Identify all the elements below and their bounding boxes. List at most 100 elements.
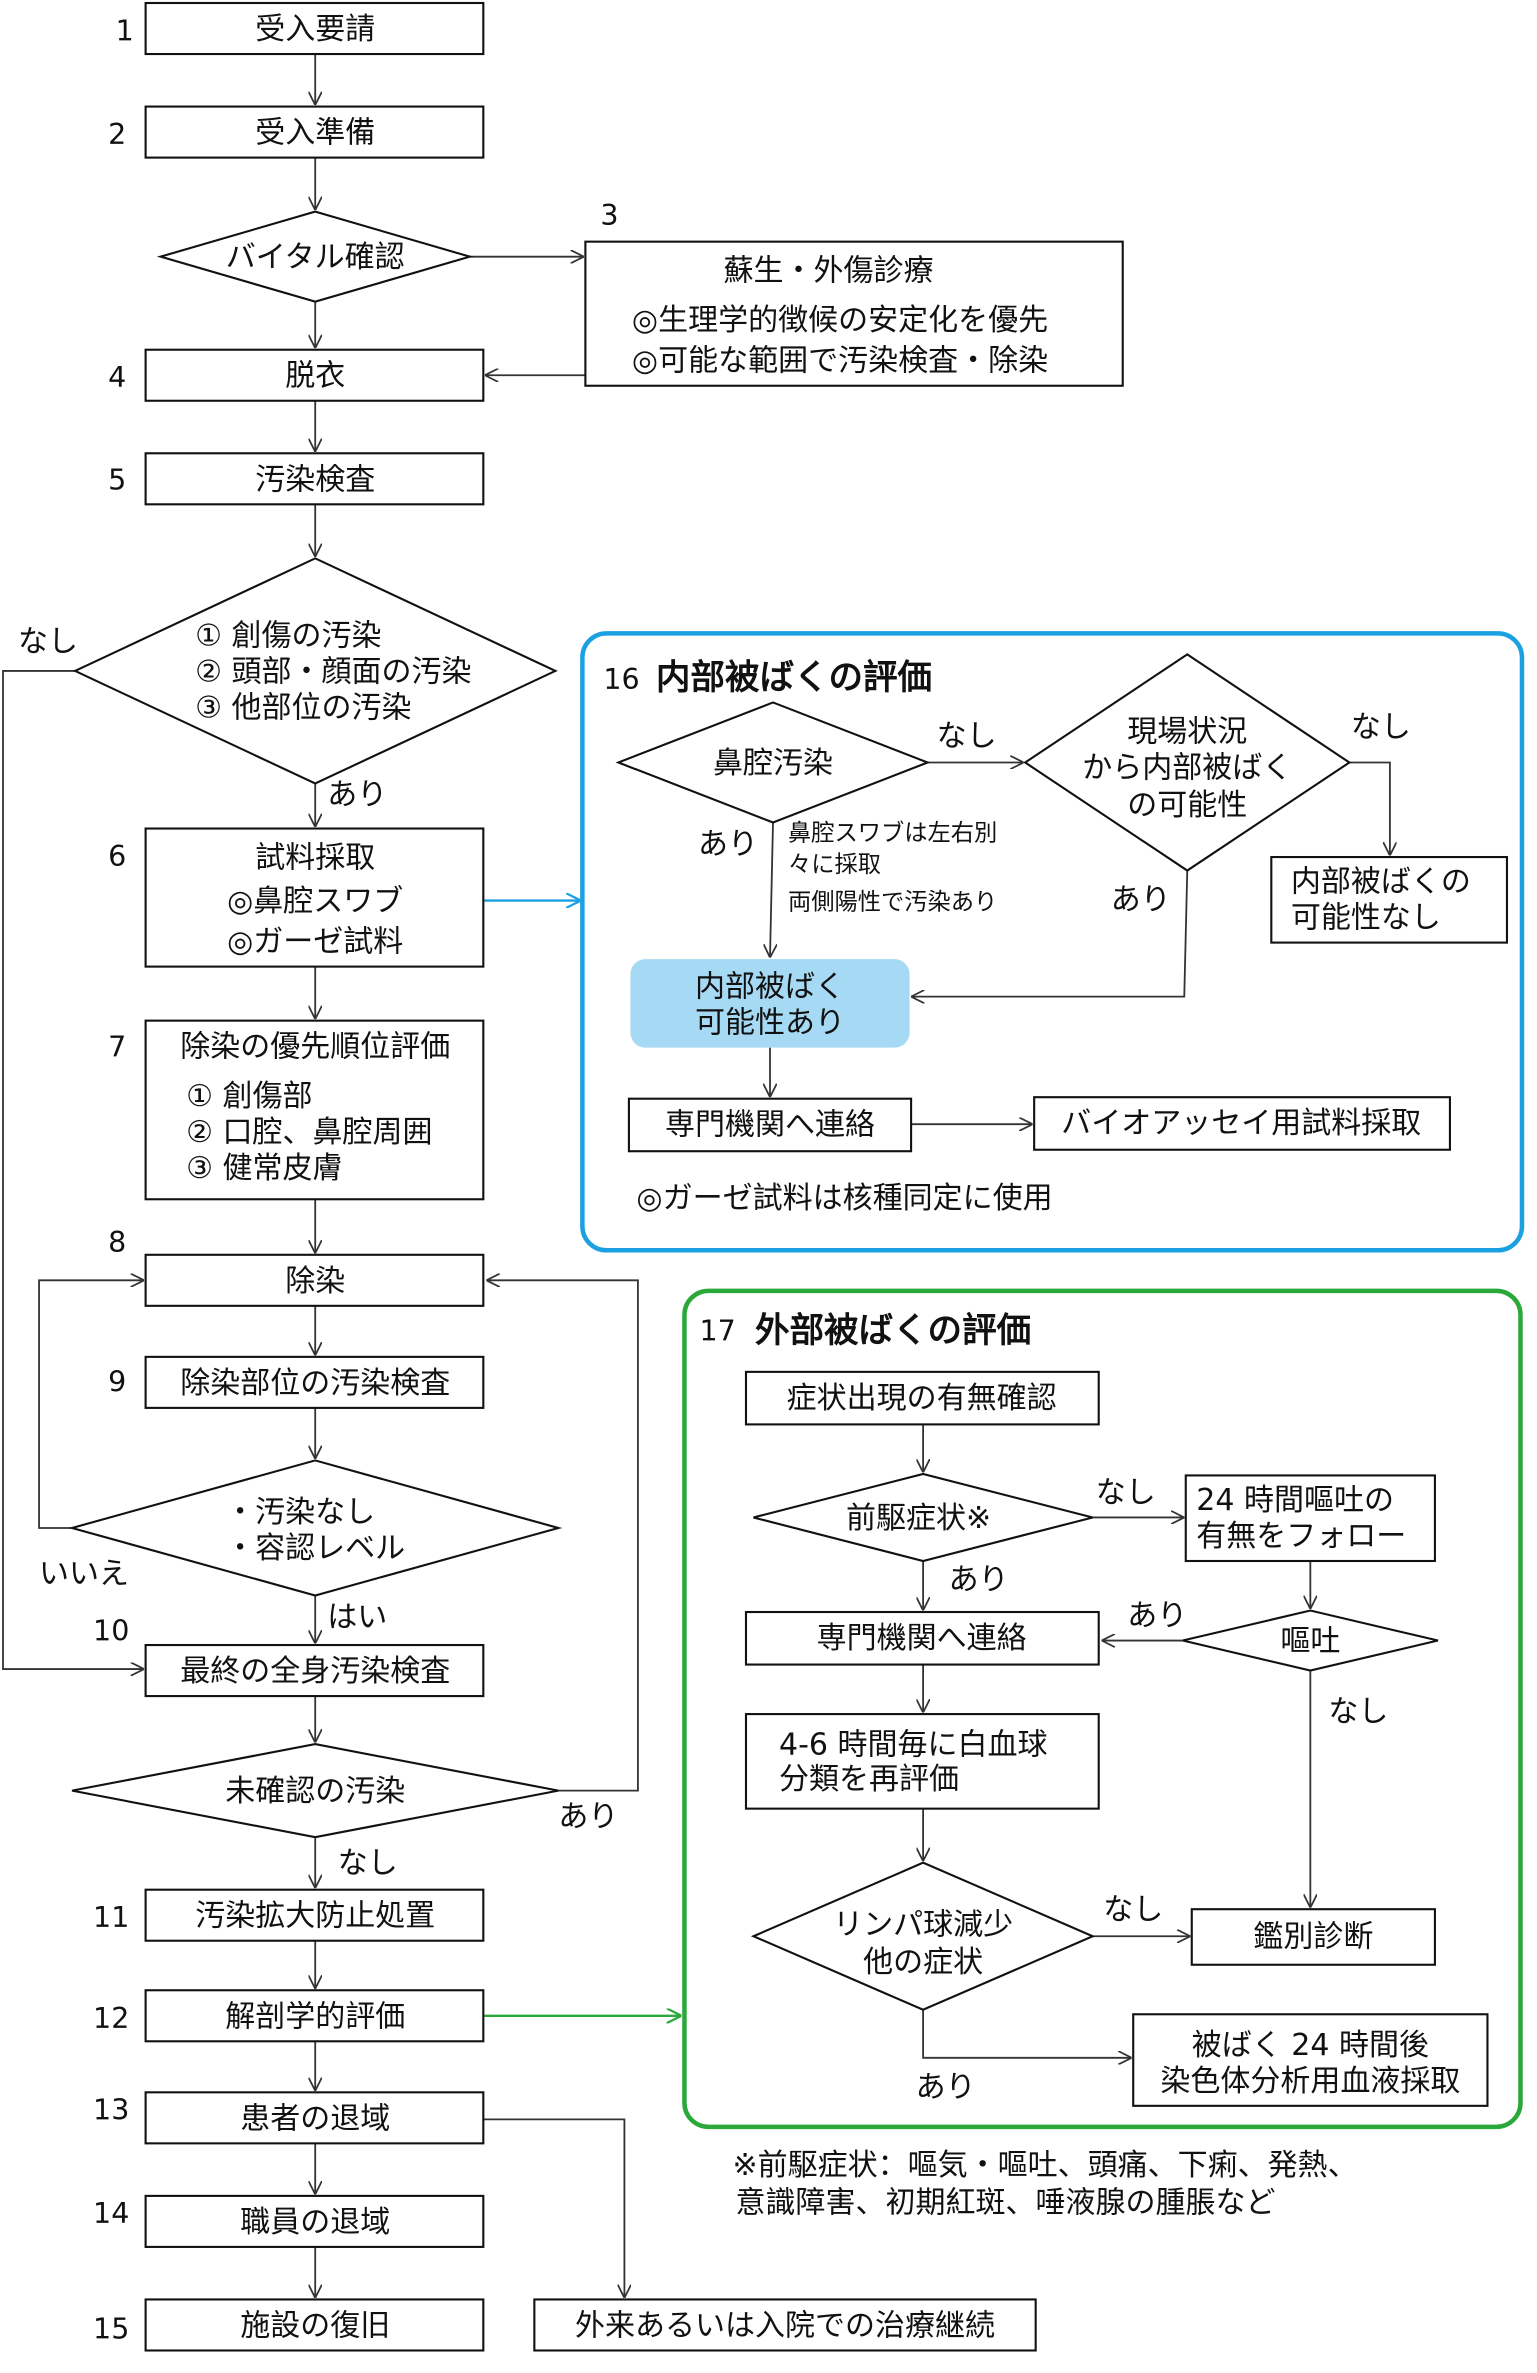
edge-label-none: なし	[1351, 710, 1411, 745]
decision-line: ・汚染なし	[225, 1495, 375, 1530]
decision-vitals: バイタル確認	[156, 210, 474, 303]
step-title: 試料採取	[255, 841, 375, 876]
edge-label-yes: あり	[1127, 1599, 1187, 1634]
step-label: 汚染拡大防止処置	[195, 1899, 435, 1934]
decision-line: ・容認レベル	[225, 1531, 405, 1566]
box-line: 可能性あり	[695, 1006, 845, 1041]
step-label: 受入準備	[255, 116, 375, 151]
decision-unconfirmed: 未確認の汚染 あり なし	[71, 1743, 618, 1881]
edge-label-none: なし	[338, 1846, 398, 1881]
box-label: 鑑別診断	[1253, 1920, 1373, 1955]
step-10: 10 最終の全身汚染検査	[93, 1615, 485, 1698]
decision-label: 未確認の汚染	[225, 1774, 405, 1809]
edge-label-none: なし	[1096, 1475, 1156, 1510]
step-line: ② 口腔、鼻腔周囲	[186, 1115, 432, 1150]
step-number: 2	[108, 118, 126, 151]
box-line: 可能性なし	[1291, 901, 1441, 936]
decision-line: 他の症状	[863, 1945, 983, 1980]
decision-nasal	[615, 701, 931, 824]
decision-label: バイタル確認	[226, 240, 405, 275]
step-number: 4	[108, 361, 126, 394]
box-line: 内部被ばく	[695, 970, 845, 1005]
step-label: 職員の退域	[240, 2205, 390, 2240]
panel-title: 外部被ばくの評価	[755, 1311, 1031, 1351]
step-label: 除染	[285, 1264, 345, 1299]
step-title: 除染の優先順位評価	[180, 1030, 450, 1065]
decision-line: ① 創傷の汚染	[195, 618, 381, 653]
step-line: ◎ガーゼ試料	[227, 925, 403, 960]
step-label: 汚染検査	[255, 462, 375, 497]
step-box	[144, 1253, 485, 1307]
step-title: 蘇生・外傷診療	[724, 254, 934, 289]
step-6: 6 試料採取 ◎鼻腔スワブ ◎ガーゼ試料	[108, 827, 485, 968]
step-box	[144, 1, 485, 56]
step-line: ③ 健常皮膚	[186, 1151, 342, 1186]
edge-label-yes: あり	[1111, 883, 1171, 918]
step-box	[144, 2194, 485, 2248]
step-number: 15	[93, 2312, 129, 2345]
decision-line: 現場状況	[1127, 714, 1247, 749]
box-line: 有無をフォロー	[1196, 1519, 1406, 1554]
box-line: 4-6 時間毎に白血球	[779, 1728, 1048, 1763]
step-9: 9 除染部位の汚染検査	[108, 1355, 485, 1409]
step-box	[144, 2298, 485, 2352]
step-number: 11	[93, 1901, 129, 1934]
decision-vomit	[1182, 1609, 1439, 1672]
step-label: 除染部位の汚染検査	[180, 1366, 450, 1401]
edge-label-yes: はい	[327, 1600, 387, 1635]
step-number: 7	[108, 1031, 126, 1064]
step-15: 15 施設の復旧	[93, 2298, 485, 2352]
step-number: 13	[93, 2093, 129, 2126]
symptom-check-box	[744, 1370, 1100, 1426]
step-label: 解剖学的評価	[225, 1999, 405, 2034]
decision-lymph	[750, 1861, 1096, 2011]
diff-diagnosis-box	[1190, 1908, 1436, 1966]
edge-label-none: なし	[1103, 1893, 1163, 1928]
step-number: 1	[116, 15, 134, 48]
step-box	[144, 1989, 485, 2043]
step-7: 7 除染の優先順位評価 ① 創傷部 ② 口腔、鼻腔周囲 ③ 健常皮膚	[108, 1019, 485, 1201]
step-number: 9	[108, 1365, 126, 1398]
box-label: バイオアッセイ用試料採取	[1061, 1106, 1421, 1141]
step-label: 最終の全身汚染検査	[180, 1654, 450, 1689]
decision-label: 鼻腔汚染	[713, 746, 833, 781]
box-line: 24 時間嘔吐の	[1196, 1483, 1394, 1518]
contact-box	[627, 1097, 913, 1153]
step-line: ◎可能な範囲で汚染検査・除染	[632, 344, 1048, 379]
step-14: 14 職員の退域	[93, 2194, 485, 2248]
step-number: 8	[108, 1226, 126, 1259]
step-12: 12 解剖学的評価	[93, 1989, 485, 2043]
step-8: 8 除染	[108, 1226, 485, 1307]
contact-box	[744, 1610, 1100, 1666]
step-13: 13 患者の退域	[93, 2091, 485, 2145]
edge-label-yes: あり	[916, 2070, 976, 2105]
step-box	[144, 452, 485, 506]
note-line: 鼻腔スワブは左右別	[788, 820, 997, 847]
edge-label-none: なし	[18, 624, 78, 659]
chromosome-box	[1132, 2013, 1489, 2107]
edge-label-none: なし	[1328, 1695, 1388, 1730]
step-number: 6	[108, 840, 126, 873]
decision-diamond	[68, 1459, 563, 1597]
step-11: 11 汚染拡大防止処置	[93, 1888, 485, 1942]
step-label: 受入要請	[255, 12, 375, 47]
edge-label-yes: あり	[698, 827, 758, 862]
step-box	[144, 1888, 485, 1942]
step-box	[584, 240, 1124, 387]
note-line: 々に採取	[788, 851, 881, 878]
main-connectors	[2, 54, 682, 2298]
decision-line: の可能性	[1127, 788, 1247, 823]
edge-label-yes: あり	[327, 778, 387, 813]
step-box	[144, 1019, 485, 1201]
step-2: 2 受入準備	[108, 105, 485, 159]
external-exposure-panel: 17 外部被ばくの評価 症状出現の有無確認 前駆症状※ なし あり 24 時間嘔…	[682, 1288, 1523, 2130]
step-line: ◎生理学的徴候の安定化を優先	[632, 303, 1048, 338]
step-label: 患者の退域	[240, 2101, 390, 2136]
step-box	[144, 2091, 485, 2145]
outpatient-box: 外来あるいは入院での治療継続	[533, 2298, 1037, 2352]
box-line: 内部被ばくの	[1291, 865, 1471, 900]
box-label: 専門機関へ連絡	[817, 1621, 1027, 1656]
step-box	[144, 1355, 485, 1409]
step-box	[144, 105, 485, 159]
